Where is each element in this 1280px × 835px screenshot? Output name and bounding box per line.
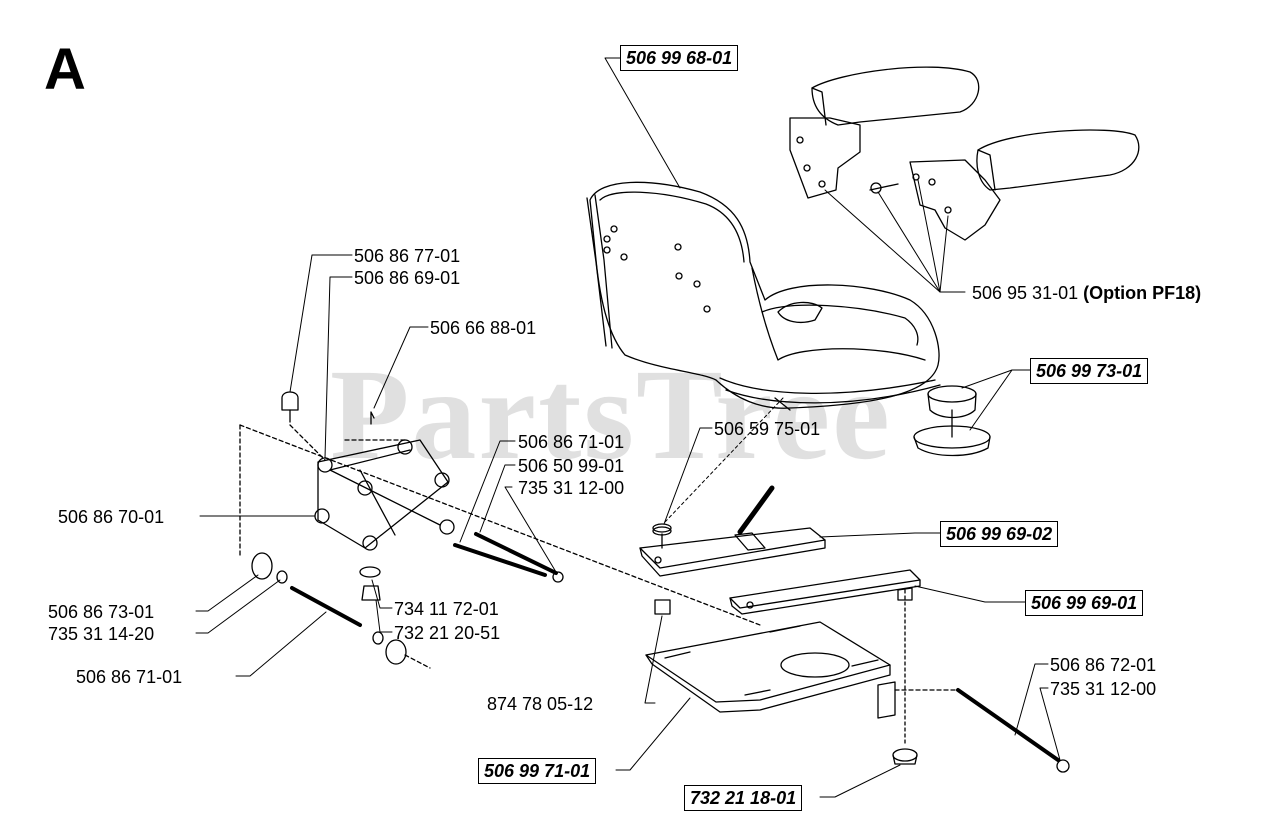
rods-and-fasteners-drawing (251, 532, 1070, 773)
part-label-506-99-71-01[interactable]: 506 99 71-01 (478, 758, 597, 784)
scissor-linkage-drawing (239, 391, 761, 626)
part-label-735-31-12-00[interactable]: 735 31 12-00 (518, 478, 625, 498)
seat-drawing (586, 181, 941, 411)
part-label-506-86-72-01[interactable]: 506 86 72-01 (1050, 655, 1157, 675)
part-label-506-86-73-01[interactable]: 506 86 73-01 (48, 602, 155, 622)
seat-rails-drawing (639, 485, 921, 615)
part-label-506-95-31-01[interactable]: 506 95 31-01 (Option PF18) (972, 282, 1201, 304)
option-note: (Option PF18) (1083, 283, 1202, 303)
part-label-506-86-71-01-lower[interactable]: 506 86 71-01 (76, 667, 183, 687)
part-label-506-66-88-01[interactable]: 506 66 88-01 (430, 318, 537, 338)
part-label-732-21-20-51[interactable]: 732 21 20-51 (394, 623, 501, 643)
part-label-506-86-77-01[interactable]: 506 86 77-01 (354, 246, 461, 266)
part-label-506-99-69-01[interactable]: 506 99 69-01 (1025, 590, 1144, 616)
part-label-506-99-69-02[interactable]: 506 99 69-02 (940, 521, 1059, 547)
part-label-732-21-18-01[interactable]: 732 21 18-01 (684, 785, 803, 811)
base-plate-drawing (645, 587, 918, 765)
part-label-506-86-71-01[interactable]: 506 86 71-01 (518, 432, 625, 452)
armrest-drawing (789, 66, 1140, 241)
part-label-735-31-12-00-right[interactable]: 735 31 12-00 (1050, 679, 1157, 699)
section-letter: A (44, 37, 86, 102)
part-label-506-59-75-01[interactable]: 506 59 75-01 (714, 419, 821, 439)
part-label-506-99-73-01[interactable]: 506 99 73-01 (1030, 358, 1149, 384)
adjustment-knob-drawing (913, 385, 991, 457)
part-label-506-99-68-01[interactable]: 506 99 68-01 (620, 45, 739, 71)
part-label-506-50-99-01[interactable]: 506 50 99-01 (518, 456, 625, 476)
part-number: 506 95 31-01 (972, 283, 1079, 303)
part-label-874-78-05-12[interactable]: 874 78 05-12 (487, 694, 594, 714)
leader-lines (195, 57, 1061, 798)
seat-outline (589, 181, 940, 409)
watermark: PartsTree (330, 343, 892, 487)
part-label-735-31-14-20[interactable]: 735 31 14-20 (48, 624, 155, 644)
part-label-506-86-70-01[interactable]: 506 86 70-01 (58, 507, 165, 527)
part-label-506-86-69-01[interactable]: 506 86 69-01 (354, 268, 461, 288)
part-label-734-11-72-01[interactable]: 734 11 72-01 (394, 599, 499, 619)
